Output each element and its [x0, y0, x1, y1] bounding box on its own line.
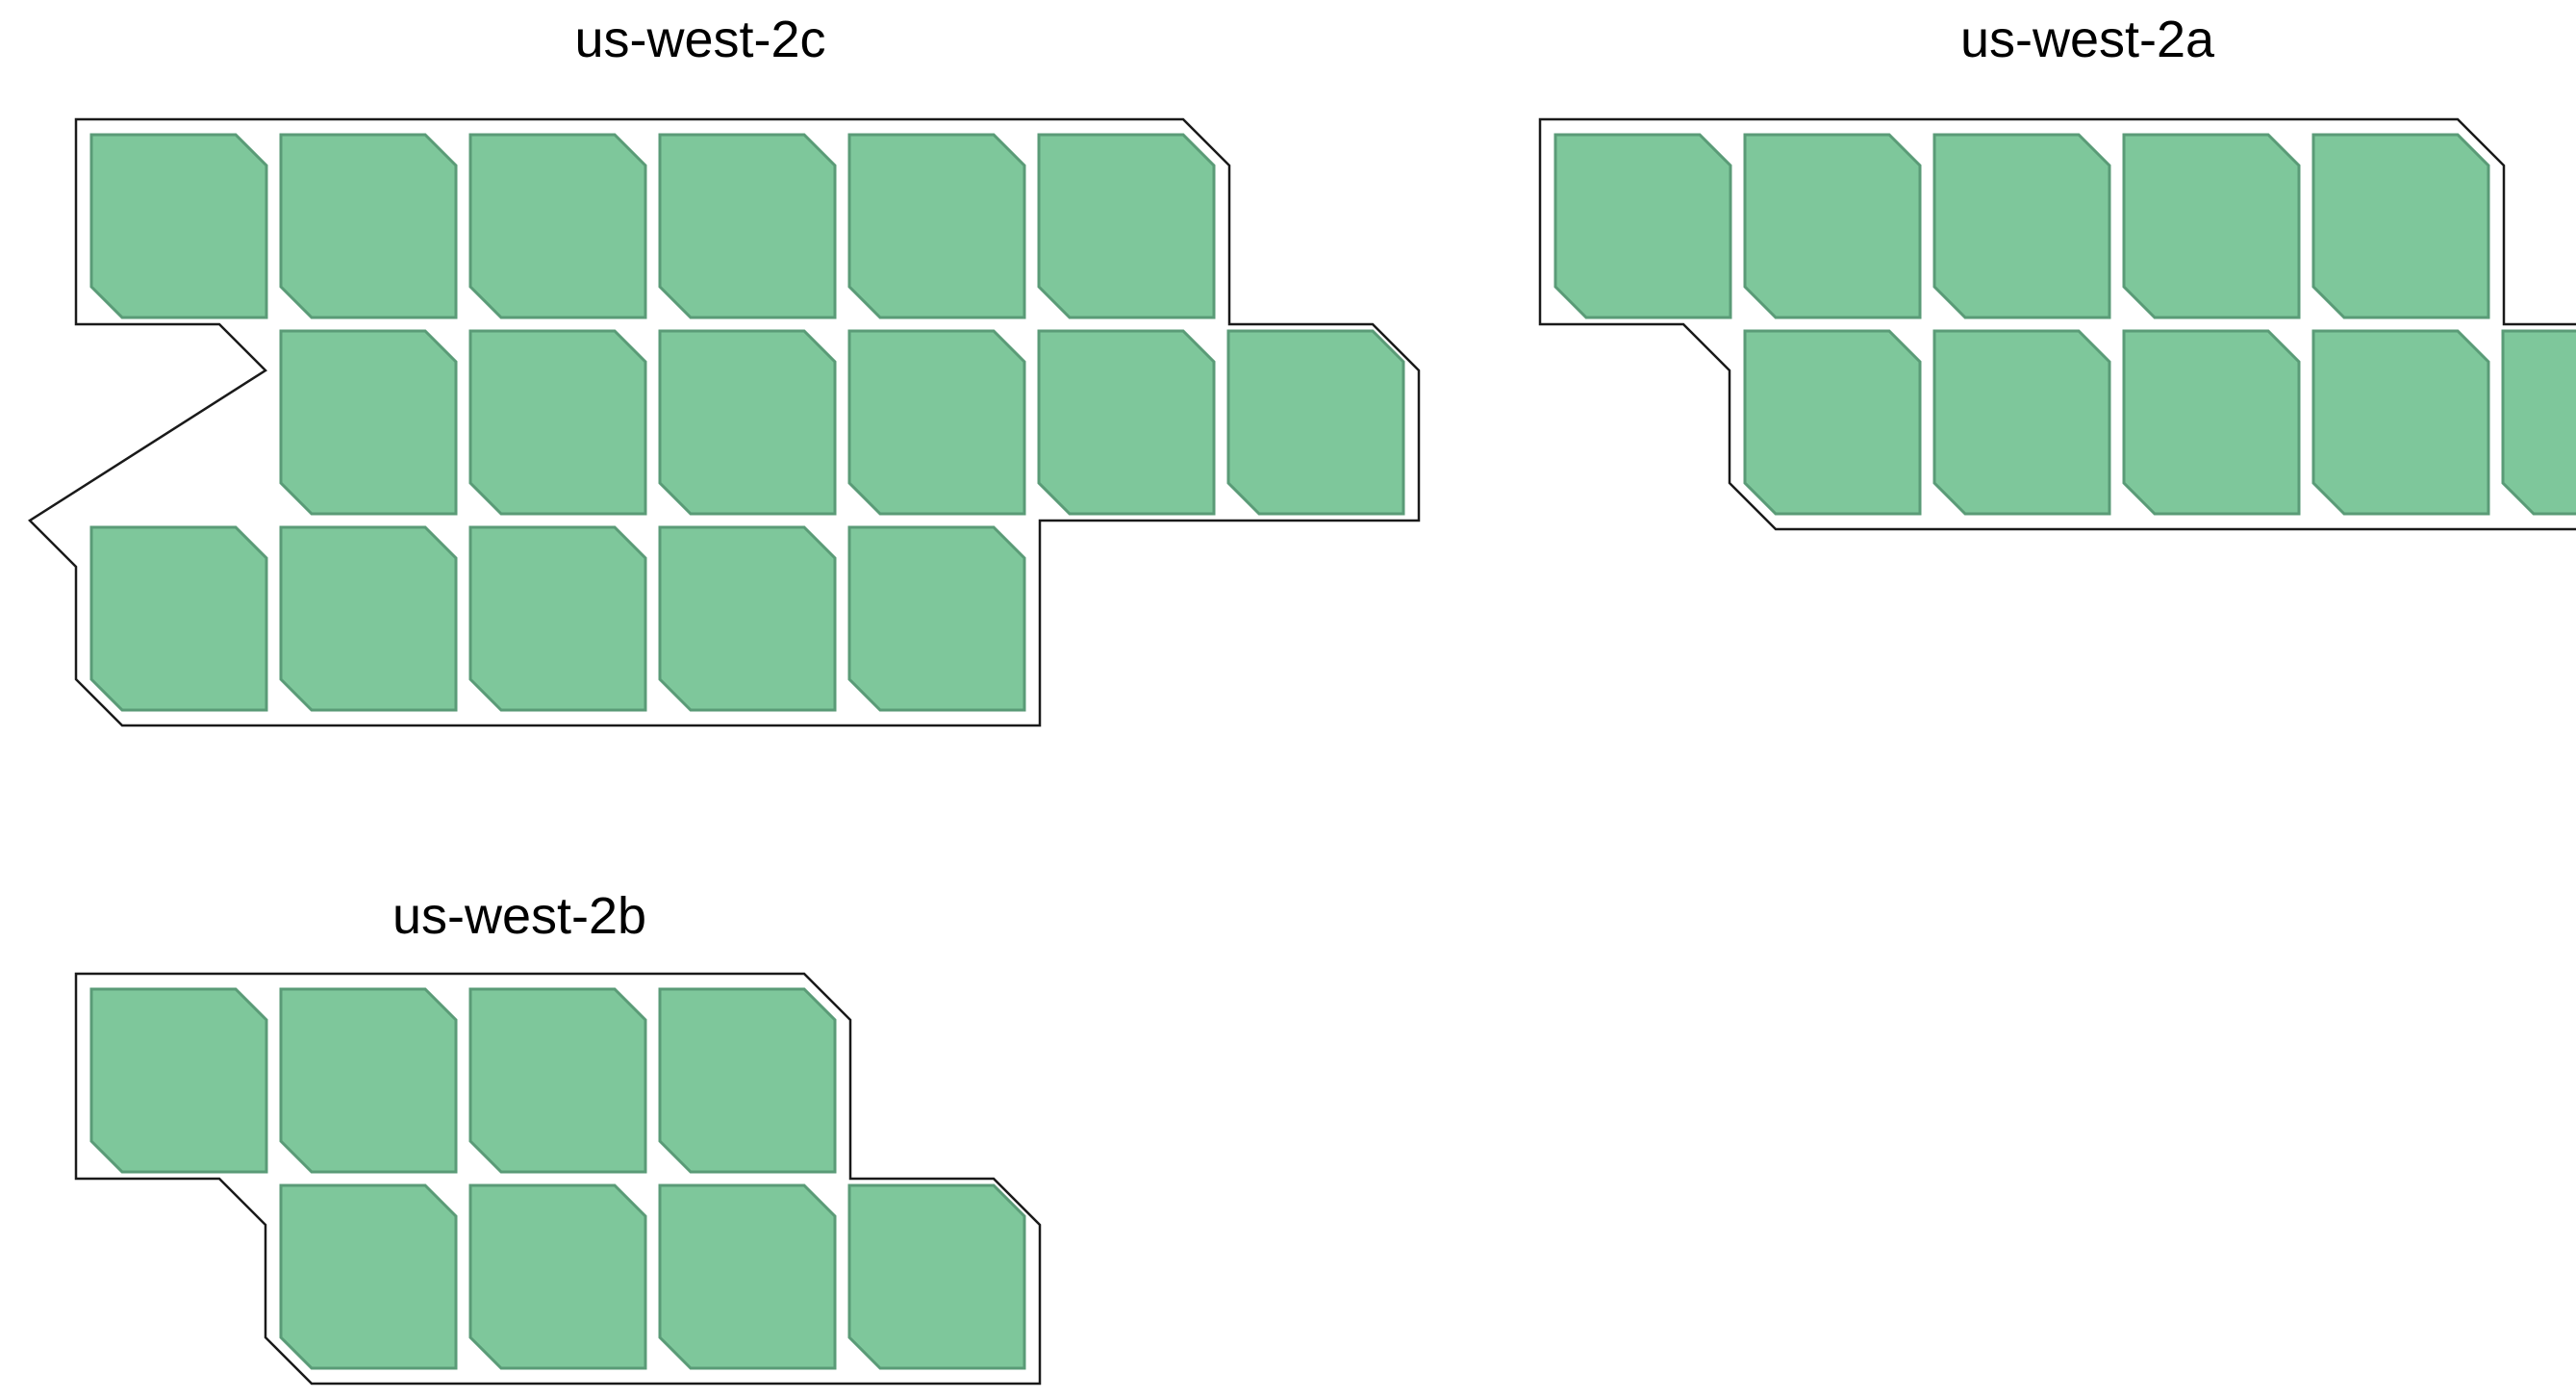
node-tile[interactable]	[1932, 329, 2111, 516]
node-tile[interactable]	[2122, 329, 2301, 516]
zone-group-us-west-2c	[28, 117, 1421, 727]
node-tile[interactable]	[1037, 329, 1216, 516]
node-tile[interactable]	[468, 525, 647, 712]
zone-title-us-west-2b: us-west-2b	[391, 887, 647, 945]
node-tile[interactable]	[89, 525, 268, 712]
node-tile[interactable]	[468, 987, 647, 1174]
node-tile[interactable]	[279, 329, 458, 516]
node-tile[interactable]	[1743, 133, 1922, 319]
node-tile[interactable]	[1743, 329, 1922, 516]
node-tile[interactable]	[2501, 329, 2576, 516]
node-tile[interactable]	[847, 329, 1026, 516]
node-tile[interactable]	[89, 987, 268, 1174]
node-tile[interactable]	[658, 1183, 837, 1370]
zone-container-outline-us-west-2a	[1538, 117, 2576, 531]
node-tile[interactable]	[847, 133, 1026, 319]
node-tile[interactable]	[468, 329, 647, 516]
node-tile[interactable]	[2122, 133, 2301, 319]
node-tile[interactable]	[658, 329, 837, 516]
node-tile[interactable]	[847, 1183, 1026, 1370]
node-tile[interactable]	[279, 525, 458, 712]
node-tile[interactable]	[89, 133, 268, 319]
node-tile[interactable]	[1932, 133, 2111, 319]
node-tile[interactable]	[279, 133, 458, 319]
node-tile[interactable]	[1037, 133, 1216, 319]
node-tile[interactable]	[468, 1183, 647, 1370]
node-tile[interactable]	[279, 987, 458, 1174]
node-tile[interactable]	[1226, 329, 1405, 516]
zone-group-us-west-2a	[1538, 117, 2576, 531]
node-tile[interactable]	[2311, 133, 2490, 319]
node-tile[interactable]	[847, 525, 1026, 712]
node-tile[interactable]	[279, 1183, 458, 1370]
node-tile[interactable]	[468, 133, 647, 319]
node-tile[interactable]	[658, 525, 837, 712]
zone-group-us-west-2b	[74, 972, 1042, 1386]
node-tile[interactable]	[658, 133, 837, 319]
zone-title-us-west-2a: us-west-2a	[1959, 11, 2215, 68]
node-tile[interactable]	[2311, 329, 2490, 516]
zone-container-outline-us-west-2c	[28, 117, 1421, 727]
zone-title-us-west-2c: us-west-2c	[574, 11, 826, 68]
node-tile[interactable]	[1553, 133, 1732, 319]
node-tile[interactable]	[658, 987, 837, 1174]
zone-container-outline-us-west-2b	[74, 972, 1042, 1386]
